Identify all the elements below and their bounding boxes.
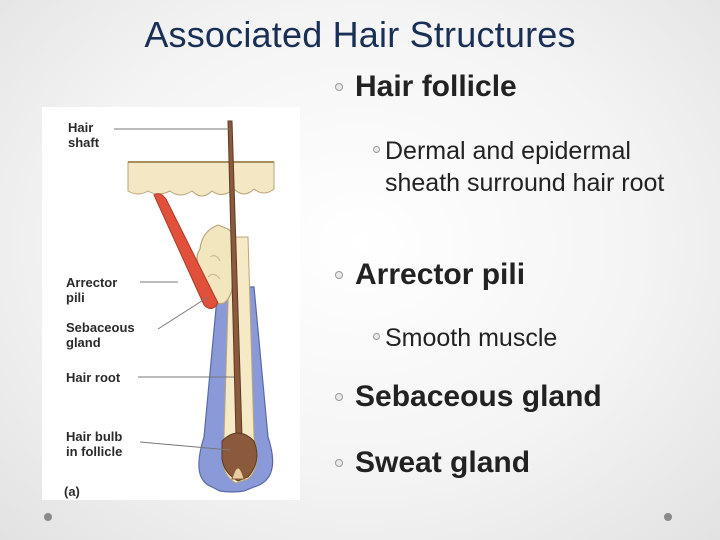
label-hair-bulb: Hair bulb in follicle [66,429,123,459]
slide-title: Associated Hair Structures [144,14,576,55]
label-hair-shaft: Hair shaft [68,120,100,150]
hair-bulb [221,432,258,482]
bullet-text: Arrector pili [355,258,526,291]
bullet-dot-icon [335,393,343,401]
bullet-dot-icon [335,271,343,279]
bullet-dot-icon [373,146,380,153]
bullet-arrector-pili: Arrector pili [335,258,525,292]
arrector-pili-muscle [153,193,219,309]
dermal-papilla [231,467,245,480]
bullet-dot-icon [373,333,380,340]
leader-line-hair-bulb [139,441,231,451]
bullet-sebaceous-gland: Sebaceous gland [335,380,602,414]
hair-diagram-figure: Hair shaft Arrector pili Sebaceous gland… [42,107,300,500]
bullet-dot-icon [335,83,343,91]
bullet-smooth-muscle: Smooth muscle [373,322,695,354]
bullet-dot-icon [335,459,343,467]
epidermis-layer [127,161,275,197]
corner-dot-left [44,513,52,521]
leader-line-sebaceous [157,296,209,330]
corner-dot-right [664,513,672,521]
label-hair-root: Hair root [66,370,121,385]
bullet-sweat-gland: Sweat gland [335,446,530,480]
label-panel-a: (a) [64,484,80,499]
bullet-dermal-sheath: Dermal and epidermal sheath surround hai… [373,135,695,199]
bullet-text: Sebaceous gland [355,380,602,413]
label-arrector-pili: Arrector pili [66,275,118,305]
bullet-hair-follicle: Hair follicle [335,70,517,104]
label-sebaceous-gland: Sebaceous gland [66,320,135,350]
bullet-text: Hair follicle [355,70,517,103]
sebaceous-gland-lobe [207,255,221,280]
hair-diagram [114,120,275,493]
bullet-text: Smooth muscle [385,324,558,352]
bullet-text: Sweat gland [355,446,531,479]
bullet-text: Dermal and epidermal sheath surround hai… [385,137,665,197]
